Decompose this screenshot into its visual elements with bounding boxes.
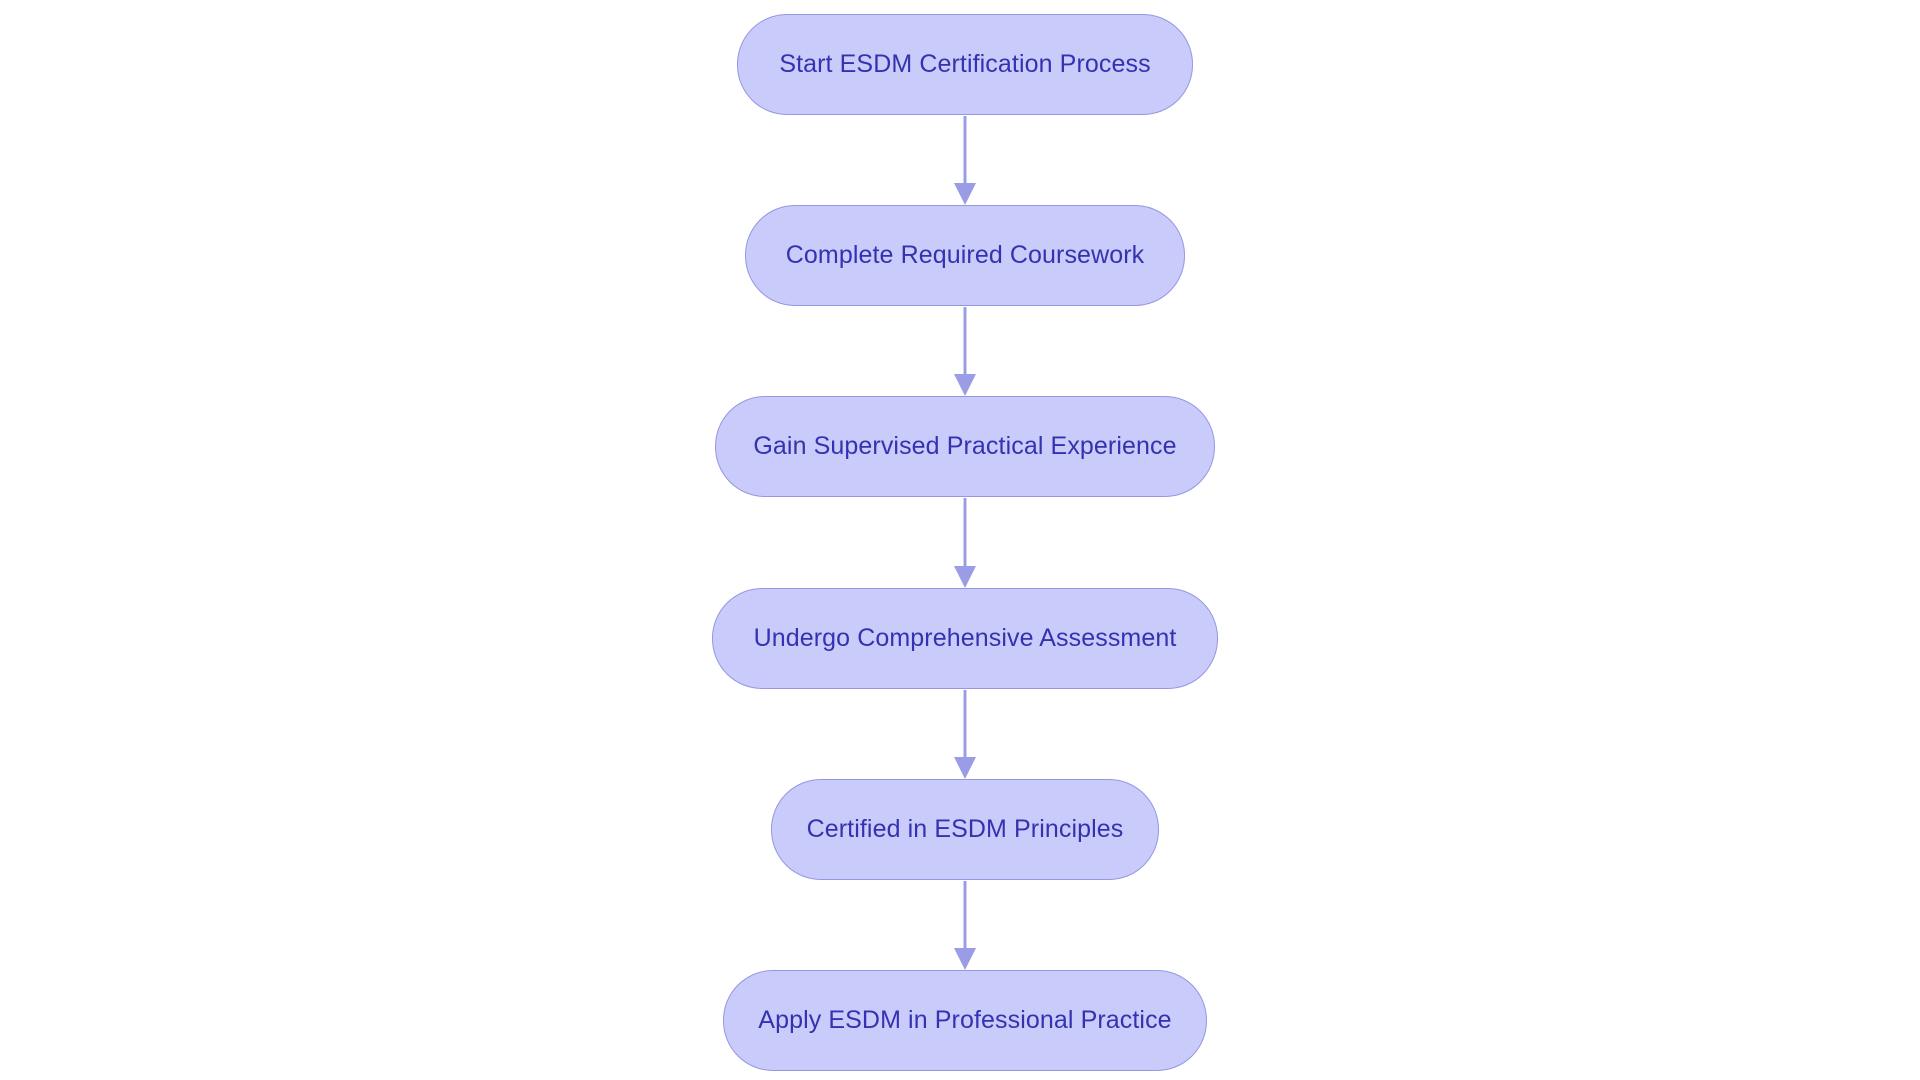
edge-3 (954, 498, 976, 588)
node-start-esdm-certification: Start ESDM Certification Process (737, 14, 1193, 115)
edge-4 (954, 690, 976, 779)
edge-2 (954, 307, 976, 396)
edge-5 (954, 881, 976, 970)
node-undergo-assessment: Undergo Comprehensive Assessment (712, 588, 1218, 689)
node-complete-coursework: Complete Required Coursework (745, 205, 1185, 306)
node-gain-practical-experience: Gain Supervised Practical Experience (715, 396, 1215, 497)
edge-1 (954, 116, 976, 205)
node-certified-esdm: Certified in ESDM Principles (771, 779, 1159, 880)
node-apply-esdm-practice: Apply ESDM in Professional Practice (723, 970, 1207, 1071)
